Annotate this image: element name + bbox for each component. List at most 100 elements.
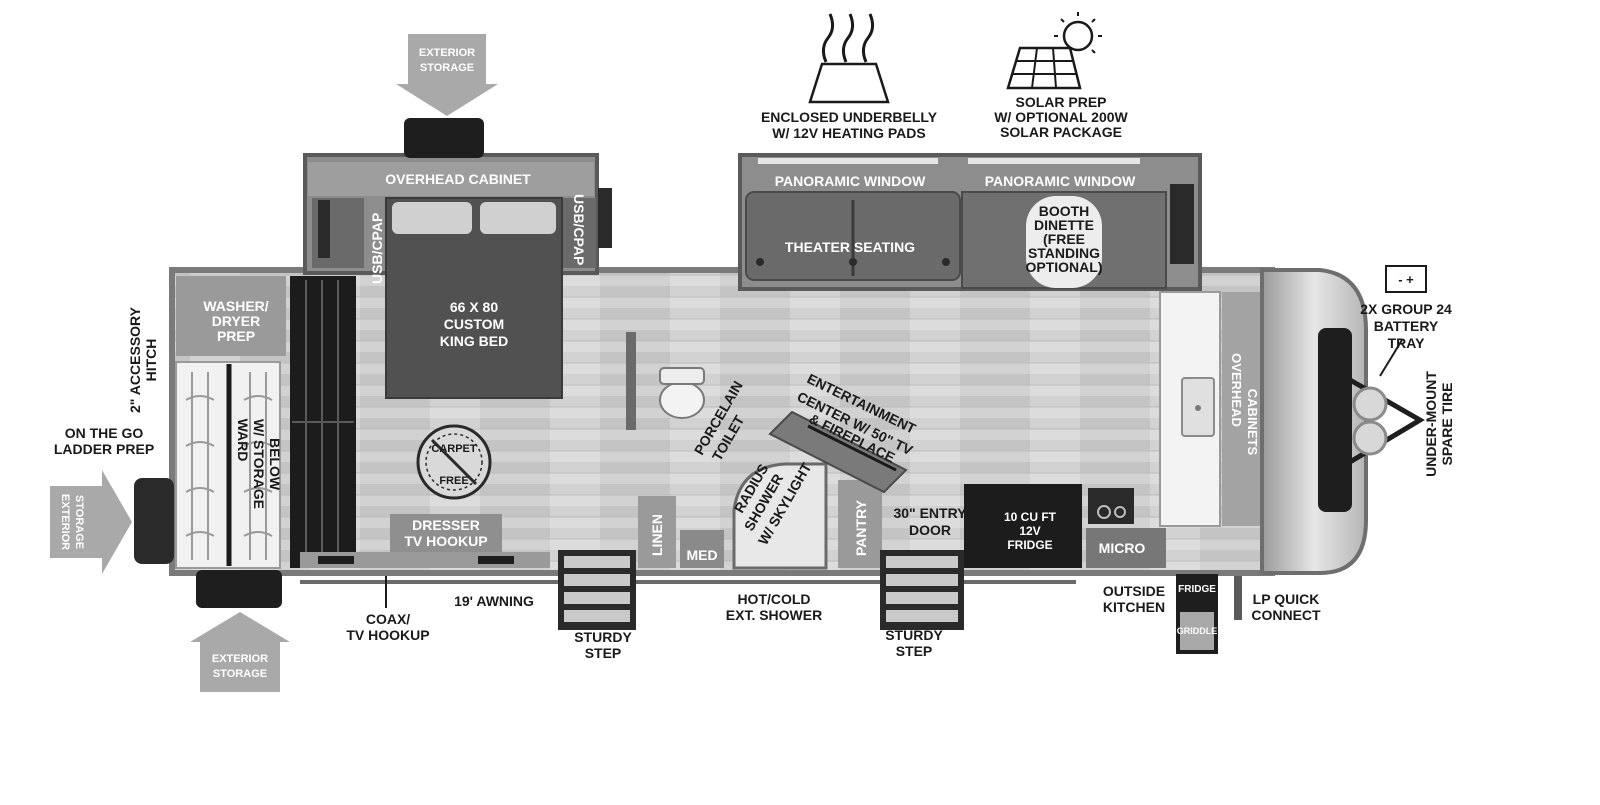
spare-tire-label-2: SPARE TIRE bbox=[1439, 383, 1455, 466]
lp-connect-fitting bbox=[1234, 576, 1242, 620]
battery-tray-label-3: TRAY bbox=[1388, 335, 1425, 351]
arrow-down-icon: EXTERIOR STORAGE bbox=[396, 34, 498, 116]
entry-door-label-2: DOOR bbox=[909, 522, 951, 538]
overhead-cabinet-label: OVERHEAD CABINET bbox=[385, 171, 531, 187]
dresser-label-1: DRESSER bbox=[412, 517, 480, 533]
indoor-fridge bbox=[964, 484, 1082, 568]
outside-kitchen-label-2: KITCHEN bbox=[1103, 599, 1165, 615]
booth-dinette-label-3: (FREE bbox=[1043, 231, 1085, 247]
tongue-area: - + 2X GROUP 24 BATTERY TRAY UNDER-MOUNT… bbox=[1318, 265, 1455, 512]
cup-holder-1 bbox=[756, 258, 764, 266]
solar-prep-label-1: SOLAR PREP bbox=[1015, 94, 1106, 110]
carpet-free-label-1: CARPET bbox=[431, 443, 477, 455]
enclosed-underbelly-label-2: W/ 12V HEATING PADS bbox=[772, 125, 926, 141]
battery-tray-leader bbox=[1379, 339, 1403, 377]
battery-tray-label-2: BATTERY bbox=[1374, 318, 1439, 334]
overhead-cabinets-label-1: OVERHEAD bbox=[1229, 353, 1244, 427]
panoramic-window-label-1: PANORAMIC WINDOW bbox=[775, 173, 926, 189]
fridge-label-3: FRIDGE bbox=[1007, 538, 1052, 552]
kitchen: 30" ENTRY DOOR 10 CU FT 12V FRIDGE MICRO… bbox=[893, 291, 1260, 568]
dresser: DRESSER TV HOOKUP bbox=[300, 514, 550, 568]
booth-dinette-label-5: OPTIONAL) bbox=[1026, 259, 1103, 275]
rear-wardrobe-area: WASHER/ DRYER PREP WARD W/ STORAGE BELOW bbox=[175, 276, 356, 569]
top-storage-hatch bbox=[404, 118, 484, 158]
bed-pillow-left bbox=[392, 202, 472, 234]
heat-waves-icon bbox=[808, 13, 890, 104]
fridge-label-1: 10 CU FT bbox=[1004, 510, 1057, 524]
wardrobe-label-2: W/ STORAGE bbox=[251, 419, 267, 509]
theater-seating-label: THEATER SEATING bbox=[785, 239, 915, 255]
outside-kitchen-label-1: OUTSIDE bbox=[1103, 583, 1165, 599]
arrow-up-icon: EXTERIOR STORAGE bbox=[190, 612, 290, 692]
sturdy-step-1-label-2: STEP bbox=[585, 645, 622, 661]
microwave bbox=[1086, 528, 1166, 568]
solar-panel-sun-icon bbox=[1006, 12, 1102, 90]
king-bed-label-3: KING BED bbox=[440, 333, 508, 349]
king-bed-label-1: 66 X 80 bbox=[450, 299, 498, 315]
toilet-tank bbox=[659, 367, 705, 385]
window-bar-2 bbox=[968, 158, 1140, 164]
tongue-black bbox=[1318, 328, 1352, 512]
sturdy-step-1-label-1: STURDY bbox=[574, 629, 632, 645]
entertainment-center: ENTERTAINMENT CENTER W/ 50" TV & FIREPLA… bbox=[768, 370, 919, 494]
battery-symbol-label: - + bbox=[1398, 272, 1414, 287]
exterior-storage-top-label-1: EXTERIOR bbox=[419, 47, 475, 59]
living-window-right bbox=[1170, 184, 1194, 264]
king-bed-label-2: CUSTOM bbox=[444, 316, 504, 332]
carpet-free-label-2: FREE bbox=[439, 475, 468, 487]
coax-label-1: COAX/ bbox=[366, 611, 410, 627]
cup-holder-2 bbox=[942, 258, 950, 266]
exterior-storage-top-label-2: STORAGE bbox=[420, 62, 474, 74]
wardrobe-label-3: BELOW bbox=[267, 438, 283, 491]
booth-dinette-label-2: DINETTE bbox=[1034, 217, 1094, 233]
ext-shower-label-1: HOT/COLD bbox=[737, 591, 810, 607]
right-nightstand bbox=[560, 198, 596, 268]
bedroom-window-right bbox=[598, 188, 612, 248]
cooktop-icon bbox=[1088, 488, 1134, 524]
spare-tire-icon bbox=[1352, 386, 1388, 422]
bath-wall-left bbox=[626, 332, 636, 430]
bathroom: PORCELAIN TOILET LINEN MED RADIUS SHOWER… bbox=[626, 332, 882, 570]
spare-tire-label-1: UNDER-MOUNT bbox=[1423, 371, 1439, 477]
battery-icon bbox=[1385, 265, 1427, 293]
wardrobe-label-1: WARD bbox=[235, 419, 251, 462]
storage-shelving-grid bbox=[292, 280, 354, 564]
exterior-storage-left-label-1: EXTERIOR bbox=[59, 494, 71, 550]
booth-dinette-label-4: STANDING bbox=[1028, 245, 1100, 261]
pantry bbox=[838, 480, 882, 568]
dresser-label-2: TV HOOKUP bbox=[404, 533, 487, 549]
accessory-hitch-label-2: HITCH bbox=[143, 339, 159, 382]
overhead-cabinets-label-2: CABINETS bbox=[1245, 389, 1260, 456]
solar-prep-label-3: SOLAR PACKAGE bbox=[1000, 124, 1122, 140]
window-bar-1 bbox=[758, 158, 938, 164]
dinette-table bbox=[1026, 196, 1102, 288]
pantry-label: PANTRY bbox=[853, 499, 869, 556]
enclosed-underbelly-label-1: ENCLOSED UNDERBELLY bbox=[761, 109, 938, 125]
outside-fridge-label: FRIDGE bbox=[1178, 584, 1216, 595]
toilet-icon bbox=[659, 381, 705, 419]
bottom-storage-hatch bbox=[196, 570, 282, 608]
lp-connect-label-2: CONNECT bbox=[1251, 607, 1321, 623]
accessory-hitch-label-1: 2" ACCESSORY bbox=[127, 306, 143, 413]
awning-label: 19' AWNING bbox=[454, 593, 534, 609]
radius-shower bbox=[732, 462, 828, 570]
bedroom: OVERHEAD CABINET USB/CPAP USB/CPAP 66 X … bbox=[308, 162, 612, 399]
tv-line bbox=[807, 424, 897, 472]
bed-pillow-right bbox=[480, 202, 556, 234]
ladder-prep-label-2: LADDER PREP bbox=[54, 441, 154, 457]
washer-dryer-area bbox=[176, 276, 286, 356]
sturdy-step-1 bbox=[558, 550, 636, 630]
exterior-storage-bottom-label-1: EXTERIOR bbox=[212, 653, 268, 665]
bedroom-window-left bbox=[318, 200, 330, 258]
micro-label: MICRO bbox=[1099, 540, 1146, 556]
sturdy-step-2 bbox=[880, 550, 964, 630]
lp-connect-label-1: LP QUICK bbox=[1253, 591, 1320, 607]
griddle-label: GRIDDLE bbox=[1177, 626, 1218, 636]
overhead-cabinet-bar bbox=[308, 162, 594, 196]
carpet-free-badge-icon: CARPET FREE bbox=[416, 424, 492, 500]
exterior-storage-bottom-label-2: STORAGE bbox=[213, 668, 267, 680]
usb-cpap-right-label: USB/CPAP bbox=[571, 194, 587, 265]
ladder-prep-label-1: ON THE GO bbox=[65, 425, 144, 441]
